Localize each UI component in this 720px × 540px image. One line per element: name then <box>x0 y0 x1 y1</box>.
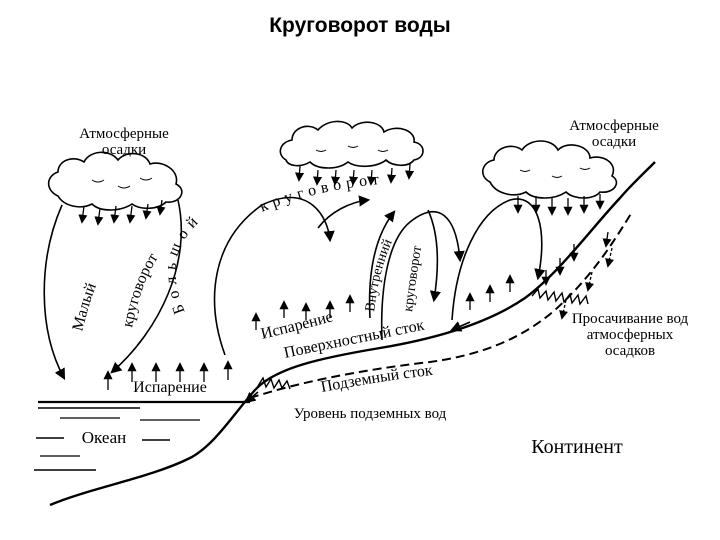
rain-arrow-icon <box>330 169 341 186</box>
rain-left <box>78 199 166 226</box>
rain-arrow-icon <box>404 163 415 180</box>
groundwater-level-line <box>249 211 633 399</box>
inner-cycle-label-2: круговорот <box>401 245 425 313</box>
sawtooth-ground <box>257 287 589 390</box>
precipitation-right-label: Атмосферные <box>569 118 659 134</box>
inner-cycle-label: круговорот <box>401 245 425 313</box>
rain-arrow-icon <box>386 167 397 184</box>
seepage-label: осадков <box>605 343 655 359</box>
inner-cycle-down-arrow <box>427 209 441 303</box>
rain-arrow-icon <box>126 205 136 224</box>
small-cycle-label: Малый <box>69 280 100 333</box>
evaporation-ocean-label: Испарение <box>133 379 207 396</box>
rain-right <box>513 194 605 216</box>
seepage-label: атмосферных <box>587 327 674 343</box>
big-cycle-arch-1 <box>213 197 335 356</box>
inner-cycle-label: Внутренний <box>363 237 396 313</box>
rain-arrow-icon <box>78 205 88 224</box>
groundwater-level-label: Уровень подземных вод <box>294 406 447 422</box>
big-cycle-top-arrow <box>317 195 371 229</box>
cloud-right <box>482 140 618 199</box>
small-cycle-label: круговорот <box>119 250 161 329</box>
small-cycle-label-2: круговорот <box>119 250 161 329</box>
groundwater-to-ocean <box>244 391 259 404</box>
precipitation-right-label: осадки <box>592 134 636 150</box>
small-cycle-inner-arrow <box>110 199 183 374</box>
big-cycle-label-1: Большой <box>162 209 199 316</box>
rain-arrow-icon <box>142 203 152 220</box>
seepage-arrows <box>559 247 615 320</box>
continent-label: Континент <box>531 436 623 458</box>
underground-runoff-label: Подземный сток <box>320 362 434 396</box>
evaporation-land <box>251 274 515 330</box>
continent-surface <box>49 161 656 507</box>
big-cycle-arch-3 <box>451 198 546 321</box>
page-title: Круговорот воды <box>269 14 451 37</box>
rain-continent <box>541 231 612 286</box>
cloud-icon <box>279 120 424 169</box>
rain-arrow-icon <box>366 169 377 186</box>
precipitation-left-label: Атмосферные <box>79 126 169 142</box>
cloud-icon <box>482 140 618 199</box>
big-cycle-arch-2 <box>380 211 465 341</box>
big-cycle-label-2: круговорот <box>257 171 379 216</box>
rain-arrow-icon <box>602 231 612 248</box>
rain-arrow-icon <box>348 169 359 186</box>
ocean-label: Океан <box>82 428 127 447</box>
cloud-left <box>47 151 183 211</box>
rain-arrow-icon <box>94 207 104 226</box>
big-cycle-label: Большой <box>162 209 205 316</box>
rain-middle <box>294 163 415 186</box>
inner-cycle-label-1: Внутренний <box>363 237 396 313</box>
small-cycle-outer-arrow <box>43 204 66 380</box>
ocean-surface <box>34 400 250 471</box>
rain-arrow-icon <box>294 165 305 182</box>
evaporation-ocean <box>103 360 233 390</box>
rain-arrow-icon <box>110 205 120 224</box>
underground-runoff-label-text: Подземный сток <box>320 362 434 396</box>
small-cycle-label-1: Малый <box>69 280 100 333</box>
cloud-icon <box>47 151 183 211</box>
rain-arrow-icon <box>312 169 323 186</box>
surface-runoff-arrow <box>449 321 471 332</box>
inner-cycle-up-arrow <box>368 210 396 319</box>
precipitation-left-label: осадки <box>102 142 146 158</box>
seepage-label: Просачивание вод <box>572 311 689 327</box>
cloud-middle <box>279 120 424 169</box>
rain-arrow-icon <box>156 199 166 216</box>
big-cycle-label: круговорот <box>257 171 384 216</box>
